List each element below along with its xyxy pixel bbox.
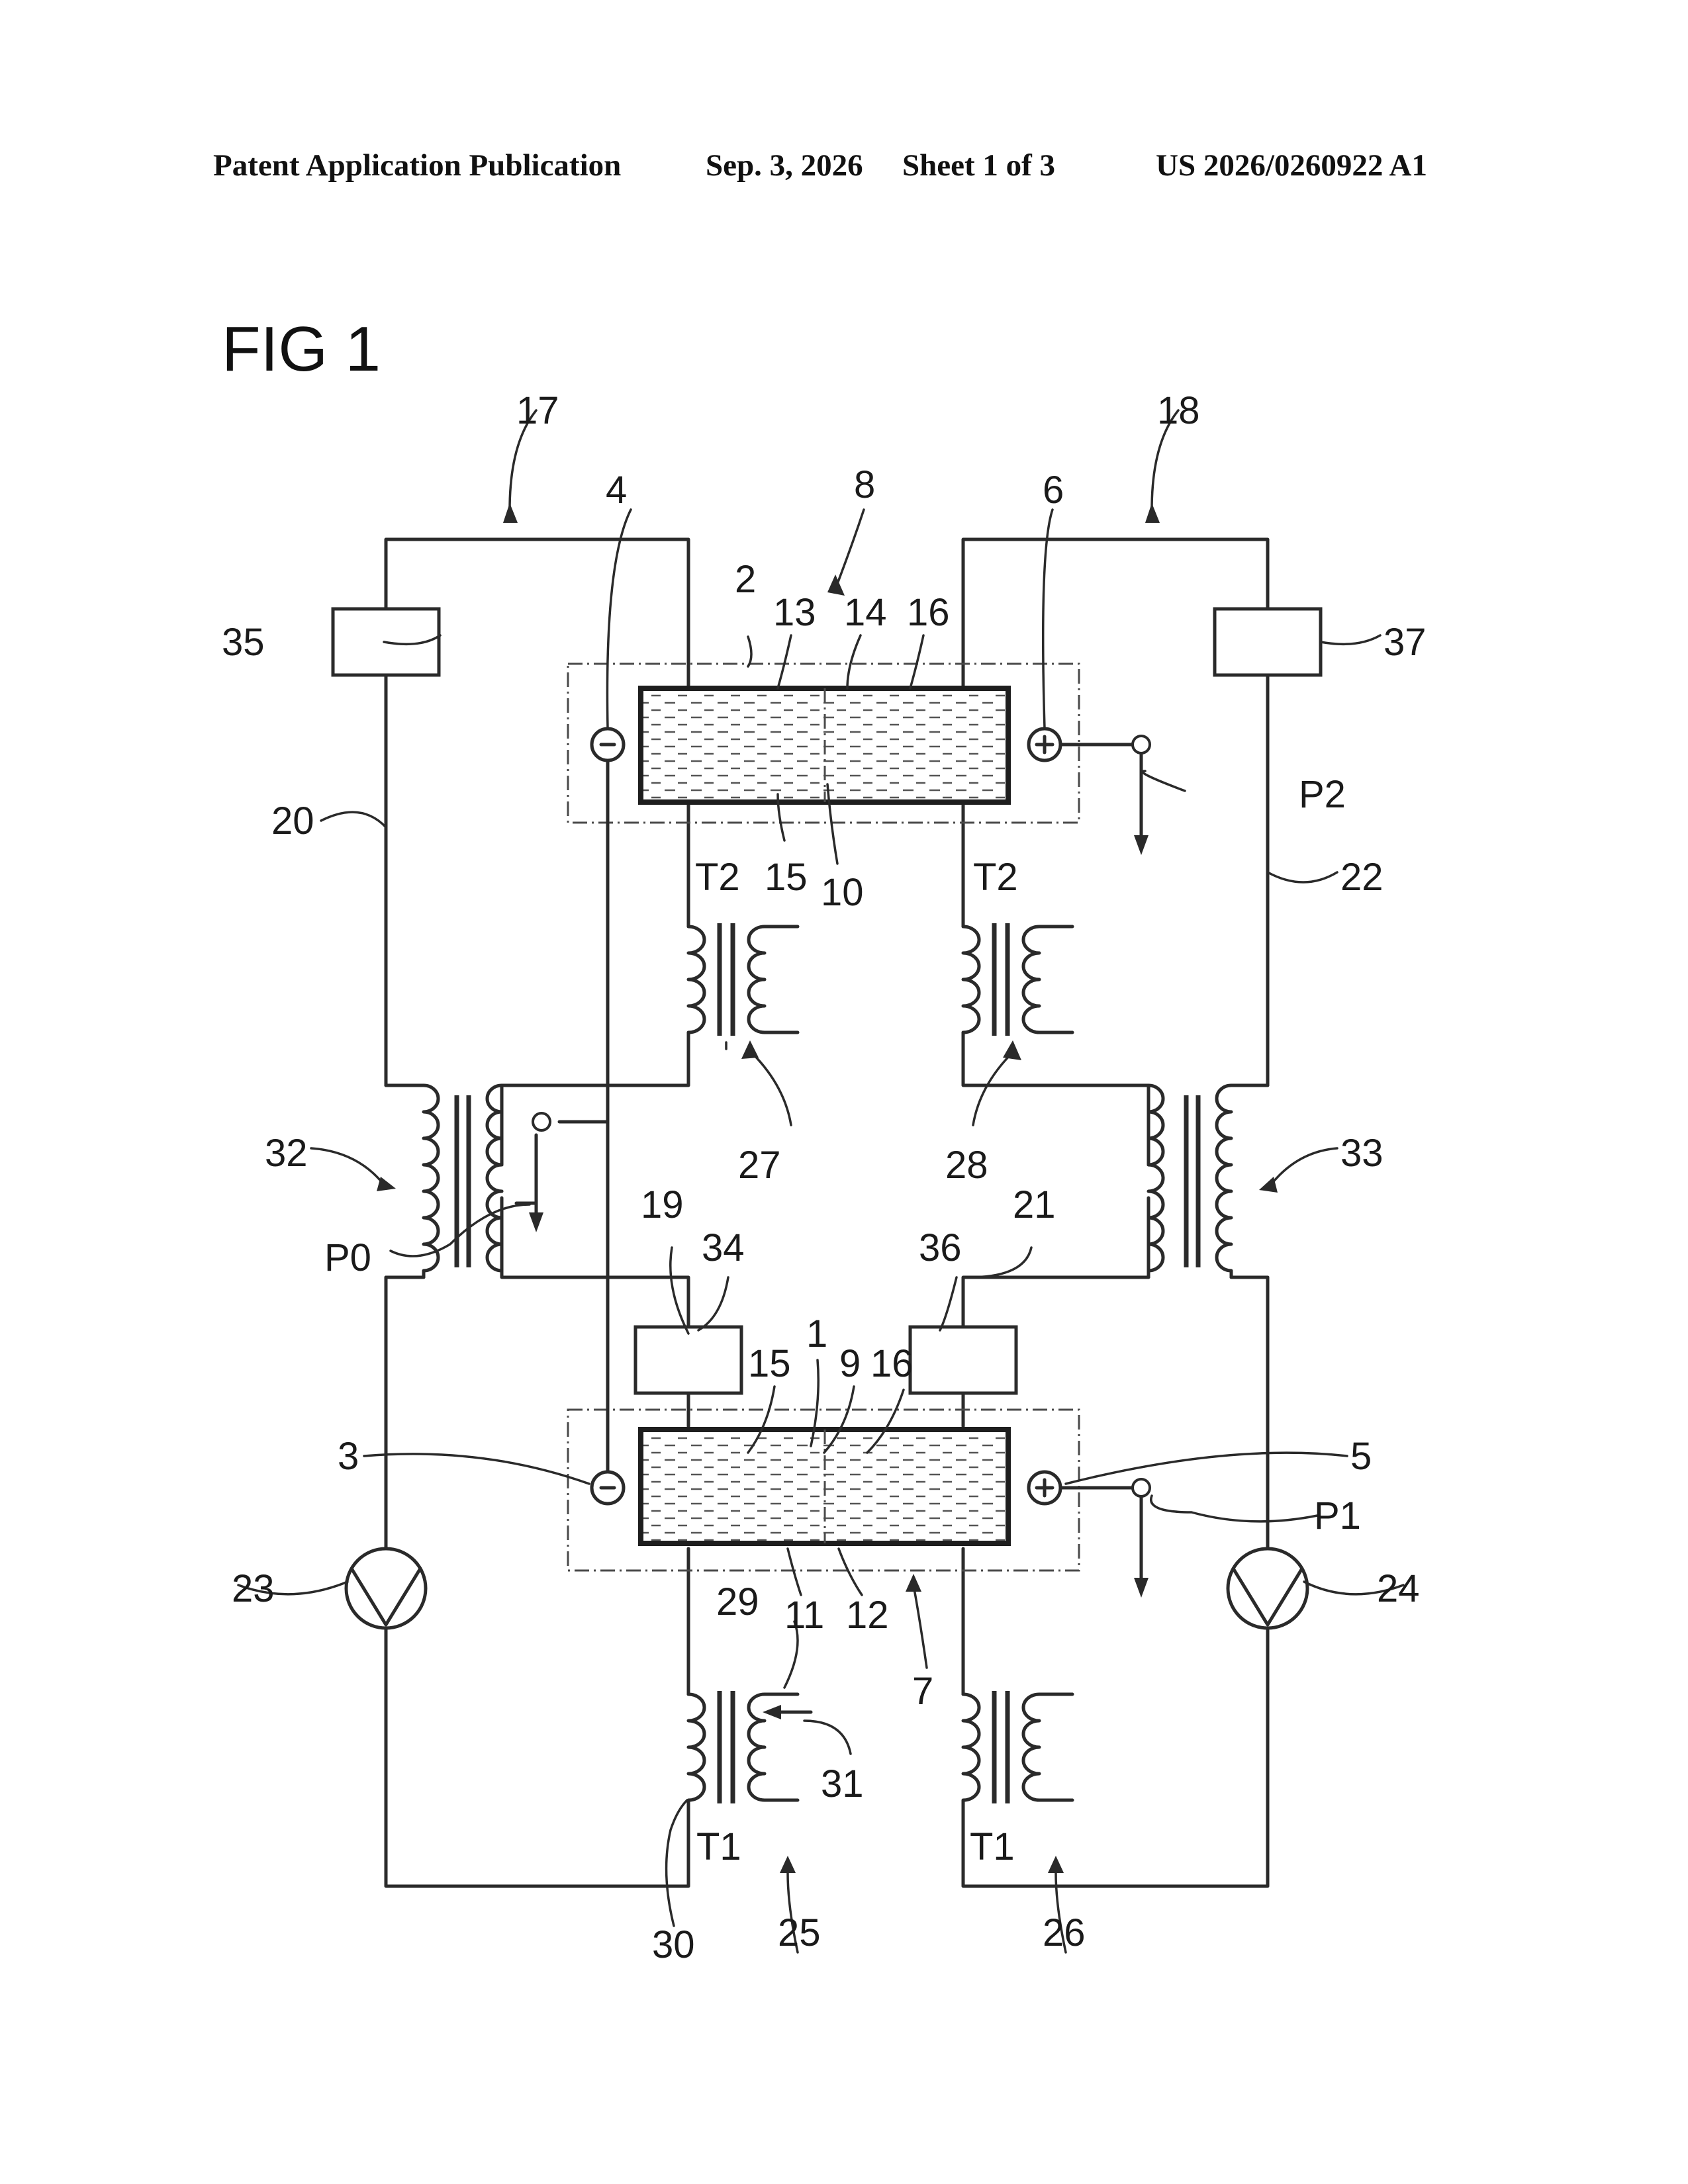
ref-32: 32 [265, 1132, 308, 1175]
ref-18: 18 [1157, 389, 1200, 432]
ref-3: 3 [338, 1435, 359, 1478]
pump-24 [1228, 1549, 1307, 1628]
ref-T2-right: T2 [973, 856, 1018, 899]
ref-10: 10 [821, 871, 864, 914]
transformer-33 [1149, 1085, 1231, 1277]
ref-P2: P2 [1299, 773, 1346, 816]
ref-6: 6 [1043, 469, 1064, 512]
ref-8: 8 [854, 463, 875, 506]
component-37 [1215, 609, 1321, 675]
ref-31: 31 [821, 1762, 864, 1805]
ref-19: 19 [641, 1183, 684, 1226]
ref-27: 27 [738, 1144, 781, 1187]
ref-25: 25 [778, 1911, 821, 1954]
ref-T1-right: T1 [970, 1825, 1015, 1868]
ref-13: 13 [773, 591, 816, 634]
ref-30: 30 [652, 1923, 695, 1966]
ref-35: 35 [222, 621, 265, 664]
publication-date: Sep. 3, 2026 [706, 148, 863, 183]
ref-15-top: 15 [765, 856, 808, 899]
ref-12: 12 [846, 1594, 889, 1637]
ref-4: 4 [606, 469, 627, 512]
component-36 [910, 1327, 1016, 1393]
ref-16-bottom: 16 [870, 1342, 914, 1385]
ref-14: 14 [844, 591, 887, 634]
lower-cell-7 [568, 1410, 1079, 1570]
ref-21: 21 [1013, 1183, 1056, 1226]
ref-24: 24 [1377, 1567, 1420, 1610]
ref-7: 7 [912, 1670, 933, 1713]
transformer-26 [963, 1691, 1072, 1820]
p2-tap-point [1133, 736, 1150, 753]
transformer-32 [424, 1085, 502, 1277]
transformer-28 [963, 923, 1072, 1036]
p1-tap-point [1133, 1479, 1150, 1496]
upper-cell-8 [568, 664, 1079, 823]
ref-16-top: 16 [907, 591, 950, 634]
component-34 [635, 1327, 741, 1393]
ref-29: 29 [716, 1580, 759, 1623]
ref-2: 2 [735, 558, 756, 601]
sheet-number: Sheet 1 of 3 [902, 148, 1055, 183]
ref-26: 26 [1043, 1911, 1086, 1954]
ref-33: 33 [1340, 1132, 1383, 1175]
ref-34: 34 [702, 1226, 745, 1269]
ref-15-bottom: 15 [748, 1342, 791, 1385]
transformer-25 [688, 1691, 798, 1820]
ref-28: 28 [945, 1144, 988, 1187]
ref-37: 37 [1383, 621, 1427, 664]
ref-T2-left: T2 [695, 856, 740, 899]
ref-11: 11 [784, 1594, 824, 1637]
pump-23 [346, 1549, 426, 1628]
transformer-27 [688, 923, 798, 1036]
publication-label: Patent Application Publication [213, 148, 621, 183]
ref-P0: P0 [324, 1236, 371, 1279]
ref-9: 9 [839, 1342, 861, 1385]
ref-P1: P1 [1314, 1494, 1361, 1537]
ref-22: 22 [1340, 856, 1383, 899]
ref-17: 17 [516, 389, 559, 432]
ref-1: 1 [806, 1312, 827, 1355]
ref-20: 20 [271, 799, 314, 842]
ref-36: 36 [919, 1226, 962, 1269]
ref-T1-left: T1 [696, 1825, 741, 1868]
figure-title: FIG 1 [222, 314, 381, 385]
ref-5: 5 [1350, 1435, 1372, 1478]
p0-tap-point [533, 1113, 550, 1130]
publication-number: US 2026/0260922 A1 [1156, 148, 1427, 183]
ref-23: 23 [232, 1567, 275, 1610]
